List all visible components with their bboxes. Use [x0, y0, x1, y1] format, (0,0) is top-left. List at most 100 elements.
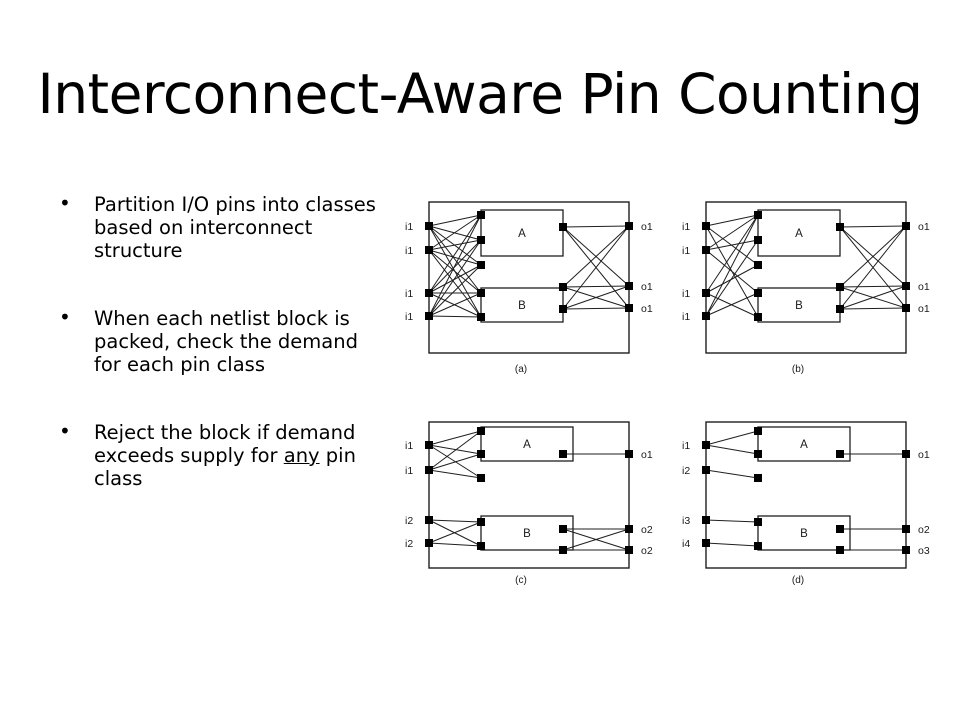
input-pin [425, 312, 433, 320]
interconnect-diagram: ABi1i1i1i1o1o1o1(a)ABi1i1i1i1o1o1o1(b)AB… [405, 201, 930, 586]
panel-caption: (a) [515, 364, 527, 375]
block-b [757, 515, 851, 551]
input-wire [705, 239, 759, 317]
bullet-list: • Partition I/O pins into classes based … [58, 191, 388, 535]
input-pin-label: i1 [682, 245, 690, 257]
input-wire [428, 519, 482, 523]
input-pin-label: i2 [405, 538, 413, 550]
output-pin-label: o2 [641, 524, 653, 536]
output-pin [625, 304, 633, 312]
block-a [757, 426, 851, 462]
block-label: A [518, 228, 526, 240]
block-pin [754, 236, 762, 244]
input-pin-label: i1 [405, 465, 413, 477]
output-wire [562, 307, 630, 310]
input-pin-label: i2 [405, 515, 413, 527]
output-pin [902, 282, 910, 290]
output-wire [562, 528, 630, 551]
block-output-pin [559, 525, 567, 533]
block-label: B [795, 300, 803, 312]
output-pin [625, 525, 633, 533]
input-wire [705, 214, 759, 294]
block-pin [477, 427, 485, 435]
output-wire [562, 285, 630, 288]
input-pin [702, 222, 710, 230]
output-pin-label: o1 [918, 281, 930, 293]
input-pin [702, 246, 710, 254]
output-wire [839, 225, 907, 288]
input-pin [702, 289, 710, 297]
output-wire [839, 225, 907, 310]
input-pin [425, 516, 433, 524]
block-pin [477, 518, 485, 526]
block-output-pin [836, 546, 844, 554]
input-pin [425, 466, 433, 474]
input-pin-label: i1 [682, 221, 690, 233]
input-wire [428, 542, 482, 547]
block-label: A [523, 439, 531, 451]
output-pin-label: o1 [918, 303, 930, 315]
output-pin [625, 222, 633, 230]
block-label: A [795, 228, 803, 240]
block-output-pin [559, 223, 567, 231]
block-pin [477, 211, 485, 219]
block-label: B [800, 528, 808, 540]
block-output-pin [559, 546, 567, 554]
input-wire [705, 444, 759, 455]
block-pin [754, 211, 762, 219]
input-pin-label: i1 [682, 311, 690, 323]
input-pin-label: i1 [682, 440, 690, 452]
output-pin-label: o1 [641, 303, 653, 315]
output-pin [625, 450, 633, 458]
bullet-text: When each netlist block is packed, check… [94, 307, 358, 376]
block-output-pin [836, 223, 844, 231]
bullet-dot-icon: • [59, 191, 71, 215]
bullet-item: • Reject the block if demand exceeds sup… [58, 419, 388, 491]
output-pin-label: o1 [641, 449, 653, 461]
input-wire [428, 315, 482, 318]
block-pin [754, 474, 762, 482]
input-pin [702, 539, 710, 547]
bullet-dot-icon: • [59, 419, 71, 443]
block-pin [754, 542, 762, 550]
block-output-pin [559, 450, 567, 458]
output-pin-label: o1 [918, 449, 930, 461]
block-output-pin [836, 450, 844, 458]
block-pin [477, 542, 485, 550]
input-pin [702, 516, 710, 524]
output-pin-label: o3 [918, 545, 930, 557]
input-pin [425, 441, 433, 449]
input-pin [425, 539, 433, 547]
bullet-text-after: pin class [94, 444, 356, 490]
input-pin-label: i1 [405, 311, 413, 323]
input-wire [705, 264, 759, 294]
input-wire [705, 214, 759, 251]
output-wire [562, 225, 630, 310]
panel-caption: (d) [792, 575, 804, 586]
input-wire [705, 292, 759, 317]
slide-title: Interconnect-Aware Pin Counting [37, 62, 923, 126]
bullet-item: • Partition I/O pins into classes based … [58, 191, 388, 263]
block-output-pin [836, 283, 844, 291]
input-wire [428, 239, 482, 251]
output-wire [562, 225, 630, 228]
panel-frame [705, 201, 907, 354]
block-a [757, 209, 841, 257]
input-pin-label: i4 [682, 538, 690, 550]
output-wire [839, 307, 907, 310]
block-a [480, 426, 574, 462]
block-pin [477, 261, 485, 269]
block-output-pin [836, 525, 844, 533]
input-wire [705, 430, 759, 446]
panel-frame [428, 201, 630, 354]
block-b [480, 515, 574, 551]
output-pin [902, 222, 910, 230]
block-a [480, 209, 564, 257]
input-wire [428, 264, 482, 294]
bullet-text: Partition I/O pins into classes based on… [94, 193, 376, 262]
input-pin [702, 312, 710, 320]
output-pin [902, 304, 910, 312]
output-pin-label: o1 [918, 221, 930, 233]
block-pin [477, 450, 485, 458]
input-pin-label: i1 [405, 288, 413, 300]
